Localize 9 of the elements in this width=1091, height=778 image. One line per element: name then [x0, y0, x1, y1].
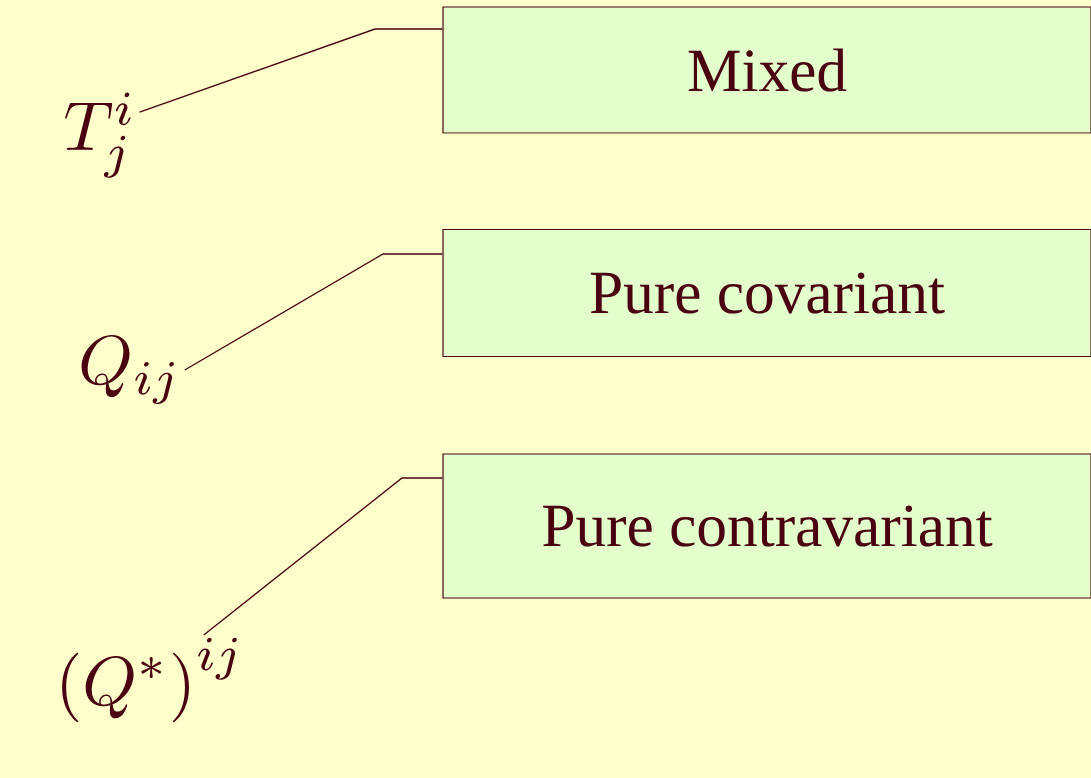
label-box: Pure covariant	[442, 228, 1091, 358]
tensor-formula: $Q_{ij}$	[81, 334, 174, 405]
tensor-formula: $\left(Q^{*}\right)^{ij}$	[62, 637, 237, 723]
leader-line	[184, 253, 444, 371]
leader-line	[138, 28, 444, 113]
leader-line	[203, 477, 444, 636]
label-box: Pure contravariant	[442, 453, 1091, 599]
tensor-formula: $T^{i}_{j}$	[65, 92, 131, 178]
label-box: Mixed	[442, 6, 1091, 134]
